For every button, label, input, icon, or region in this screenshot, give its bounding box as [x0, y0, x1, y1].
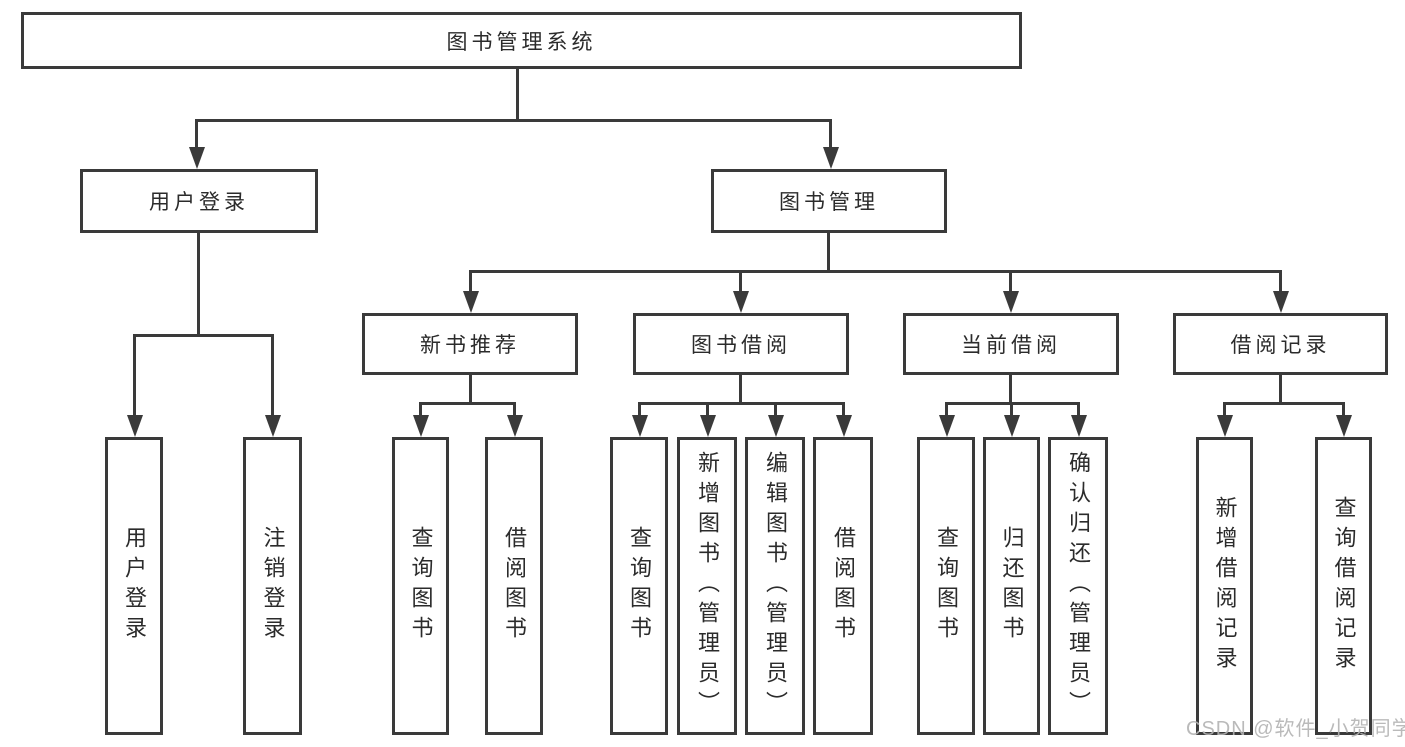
node-label: 当前借阅	[961, 334, 1061, 357]
arrow-down-icon	[700, 415, 716, 437]
node-leaf-query-borrow-record: 查询借阅记录	[1315, 437, 1372, 735]
arrow-down-icon	[1071, 415, 1087, 437]
edge-records-drop-1	[1223, 402, 1226, 416]
edge-user-login-bar	[133, 334, 274, 337]
node-leaf-edit-books-admin: 编辑图书（管理员）	[745, 437, 805, 735]
node-leaf-add-books-admin: 新增图书（管理员）	[677, 437, 737, 735]
node-book-borrowing: 图书借阅	[633, 313, 849, 375]
edge-book-mgmt-drop-2	[739, 270, 742, 292]
node-new-book-recommendation: 新书推荐	[362, 313, 578, 375]
node-label: 查询借阅记录	[1331, 496, 1357, 676]
arrow-down-icon	[189, 147, 205, 169]
edge-current-drop-1	[945, 402, 948, 416]
node-label: 图书管理系统	[446, 30, 597, 54]
edge-recommend-stem	[469, 373, 472, 404]
node-borrowing-records: 借阅记录	[1173, 313, 1388, 375]
edge-book-mgmt-drop-3	[1009, 270, 1012, 292]
edge-current-stem	[1009, 373, 1012, 404]
edge-root-drop-right	[829, 119, 832, 150]
node-label: 新增借阅记录	[1212, 496, 1238, 676]
edge-borrowing-drop-2	[706, 402, 709, 416]
node-label: 确认归还（管理员）	[1066, 451, 1091, 721]
edge-borrowing-drop-1	[638, 402, 641, 416]
arrow-down-icon	[1273, 291, 1289, 313]
node-library-management-system: 图书管理系统	[21, 12, 1022, 69]
node-user-login: 用户登录	[80, 169, 318, 233]
node-label: 查询图书	[408, 526, 434, 646]
node-label: 新增图书（管理员）	[695, 451, 720, 721]
node-label: 新书推荐	[420, 334, 520, 357]
edge-borrowing-stem	[739, 373, 742, 404]
arrow-down-icon	[127, 415, 143, 437]
node-label: 图书借阅	[691, 334, 791, 357]
edge-recommend-drop-1	[419, 402, 422, 416]
edge-borrowing-drop-3	[774, 402, 777, 416]
edge-records-stem	[1279, 373, 1282, 404]
edge-records-bar	[1223, 402, 1345, 405]
node-label: 用户登录	[122, 526, 147, 646]
edge-root-bar	[195, 119, 832, 122]
node-label: 查询图书	[627, 526, 652, 646]
edge-root-stem	[516, 68, 519, 121]
node-label: 借阅图书	[502, 526, 527, 646]
arrow-down-icon	[1217, 415, 1233, 437]
arrow-down-icon	[463, 291, 479, 313]
node-book-management: 图书管理	[711, 169, 947, 233]
arrow-down-icon	[939, 415, 955, 437]
edge-user-login-drop-1	[133, 334, 136, 416]
csdn-watermark: CSDN @软件_小贺同学	[1186, 718, 1405, 740]
arrow-down-icon	[1003, 291, 1019, 313]
arrow-down-icon	[823, 147, 839, 169]
edge-records-drop-2	[1342, 402, 1345, 416]
edge-book-mgmt-bar	[469, 270, 1282, 273]
edge-root-drop-left	[195, 119, 198, 150]
node-leaf-logout: 注销登录	[243, 437, 302, 735]
node-leaf-user-login: 用户登录	[105, 437, 163, 735]
node-leaf-return-books: 归还图书	[983, 437, 1040, 735]
edge-user-login-drop-2	[271, 334, 274, 416]
node-leaf-borrow-books-recommend: 借阅图书	[485, 437, 543, 735]
edge-borrowing-bar	[638, 402, 844, 405]
edge-borrowing-drop-4	[842, 402, 845, 416]
edge-current-drop-3	[1077, 402, 1080, 416]
arrow-down-icon	[733, 291, 749, 313]
arrow-down-icon	[768, 415, 784, 437]
node-leaf-query-books-current: 查询图书	[917, 437, 975, 735]
arrow-down-icon	[1004, 415, 1020, 437]
node-leaf-borrow-books-borrowing: 借阅图书	[813, 437, 873, 735]
node-label: 图书管理	[779, 191, 879, 214]
edge-book-mgmt-drop-1	[469, 270, 472, 292]
node-leaf-add-borrow-record: 新增借阅记录	[1196, 437, 1253, 735]
arrow-down-icon	[265, 415, 281, 437]
arrow-down-icon	[507, 415, 523, 437]
edge-recommend-bar	[419, 402, 516, 405]
node-label: 注销登录	[260, 526, 286, 646]
node-leaf-query-books-recommend: 查询图书	[392, 437, 449, 735]
node-current-borrowing: 当前借阅	[903, 313, 1119, 375]
node-label: 用户登录	[149, 191, 249, 214]
edge-current-drop-2	[1010, 402, 1013, 416]
node-leaf-query-books-borrowing: 查询图书	[610, 437, 668, 735]
arrow-down-icon	[836, 415, 852, 437]
arrow-down-icon	[413, 415, 429, 437]
node-leaf-confirm-return-admin: 确认归还（管理员）	[1048, 437, 1108, 735]
arrow-down-icon	[632, 415, 648, 437]
node-label: 查询图书	[934, 526, 959, 646]
edge-book-mgmt-drop-4	[1279, 270, 1282, 292]
node-label: 借阅记录	[1230, 334, 1331, 357]
node-label: 编辑图书（管理员）	[763, 451, 788, 721]
arrow-down-icon	[1336, 415, 1352, 437]
node-label: 归还图书	[999, 526, 1025, 646]
edge-recommend-drop-2	[513, 402, 516, 416]
node-label: 借阅图书	[831, 526, 856, 646]
edge-book-mgmt-stem	[827, 232, 830, 273]
edge-user-login-stem	[197, 232, 200, 336]
